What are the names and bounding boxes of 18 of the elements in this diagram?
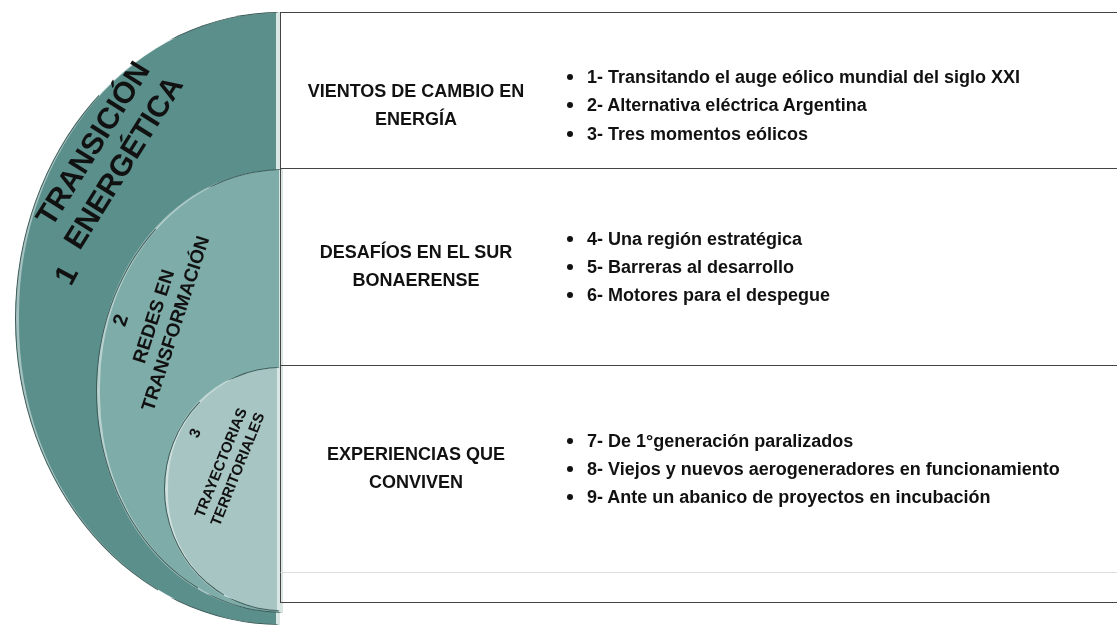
- bullet-item: 6- Motores para el despegue: [587, 283, 1117, 308]
- table-row: [280, 168, 1117, 365]
- bullet-item: 7- De 1°generación paralizados: [587, 428, 1117, 453]
- bullet-item: 2- Alternativa eléctrica Argentina: [587, 93, 1117, 118]
- bullet-item: 3- Tres momentos eólicos: [587, 121, 1117, 146]
- row-heading: DESAFÍOS EN EL SUR BONAERENSE: [318, 240, 514, 292]
- row-heading: EXPERIENCIAS QUE CONVIVEN: [325, 443, 506, 494]
- bullet-item: 1- Transitando el auge eólico mundial del siglo XXI: [587, 65, 1117, 90]
- empty-table-row: [280, 572, 1117, 603]
- bullet-item: 9- Ante un abanico de proyectos en incubación: [587, 485, 1117, 510]
- table-row: [280, 365, 1117, 572]
- row-heading: VIENTOS DE CAMBIO EN ENERGÍA: [306, 79, 526, 131]
- section-number: 2: [106, 311, 133, 329]
- table-row: [280, 12, 1117, 168]
- bullet-item: 5- Barreras al desarrollo: [587, 254, 1117, 280]
- bullet-item: 4- Una región estratégica: [587, 226, 1117, 251]
- bullet-item: 8- Viejos y nuevos aerogeneradores en funcionamiento: [587, 456, 1117, 482]
- section-number: 1: [46, 258, 86, 292]
